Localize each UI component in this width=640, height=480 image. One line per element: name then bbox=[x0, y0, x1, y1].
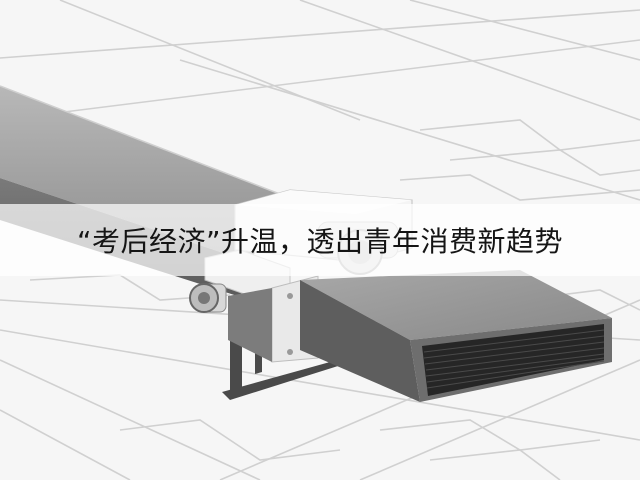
headline-text: “考后经济”升温，透出青年消费新趋势 bbox=[76, 225, 563, 258]
side-port bbox=[189, 283, 227, 313]
headline-banner bbox=[0, 204, 640, 276]
duct-front-section bbox=[300, 270, 612, 402]
